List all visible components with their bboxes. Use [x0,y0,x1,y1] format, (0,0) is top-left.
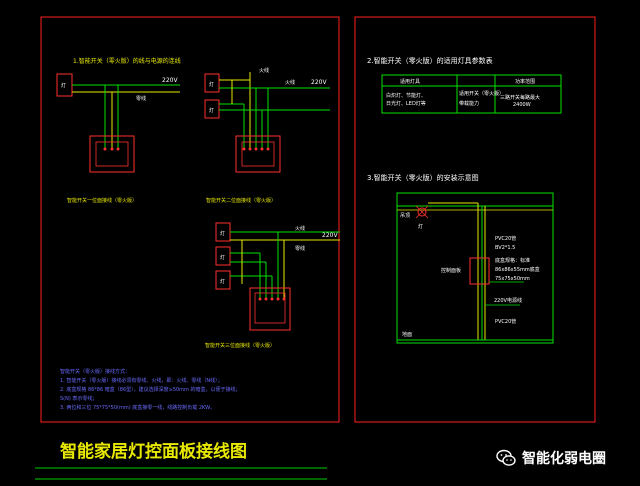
table-header-2: 功率范围 [515,78,535,85]
caption-double: 智能开关二位面接线（零火版） [206,197,276,204]
table-cell-1-2: 2400W [513,102,531,108]
install-heading: 3.智能开关（零火版）的安装示意图 [367,173,479,182]
table-cell-1-1: 带载能力 [459,100,479,107]
svg-text:灯: 灯 [209,81,214,88]
pvc-top-label: PVC20管 [495,235,516,242]
page-title: 智能家居灯控面板接线图 [60,441,247,462]
switch-panel-single [89,135,135,173]
lamp-icon [417,207,427,217]
diagram1-heading: 1.智能开关（零火版）的线与电源的连线 [73,57,181,65]
watermark: 智能化弱电圈 [496,447,632,469]
table-cell-1-0: 日光灯、LED灯等 [386,100,426,107]
switch-panel-triple [249,287,291,331]
svg-text:灯: 灯 [220,254,225,261]
lamp-box-double-2 [204,99,220,119]
box-size-1: 86x86x55mm底盒 [495,266,540,273]
box-size-2: 75x75x50mm [495,276,530,282]
table-cell-0-1: 适用开关（零火版） [459,90,504,97]
table-cell-0-0: 白炽灯、节能灯、 [386,92,426,99]
triple-switch-diagram: 灯 灯 灯 火线 220V 零线 智能开关三位面接线（零火版） [205,222,340,349]
ceiling-label: 吊顶 [400,213,410,219]
live-label-top: 火线 [259,67,269,74]
neutral-label-triple: 零线 [295,245,305,252]
caption-single: 智能开关一位面接线（零火版） [67,197,137,204]
caption-triple: 智能开关三位面接线（零火版） [205,342,275,349]
table-header-0: 适用灯具 [400,78,420,85]
power-label: 220V电源线 [494,297,522,304]
live-label-double: 火线 [285,79,295,86]
box-label: 底盒规格：标准 [495,257,530,264]
note-line-1: 1. 智能开关（零火版）接线必须有零线、火线，即：火线、零线（N线）； [60,377,223,384]
wechat-icon [496,449,516,466]
install-diagram: 吊顶 灯 控制面板 PVC20管 BV2*1.5 底盒规格：标准 86x86x5… [396,192,554,344]
wire-top-label: BV2*1.5 [495,245,515,251]
lamp-box-triple-3 [215,270,231,290]
svg-text:灯: 灯 [220,278,225,285]
note-line-2: 2. 底盒规格 86*86 暗盒（86型），建议选择深度≥50mm 的暗盒，以便… [60,386,241,393]
pvc-bottom-label: PVC20管 [495,318,516,325]
floor-label: 地面 [402,331,412,338]
note-line-0: 智能开关（零火版）接线方式： [60,368,130,375]
live-label-triple: 火线 [295,225,305,232]
watermark-label: 智能化弱电圈 [522,451,606,467]
lamp-box-double-1 [204,73,220,93]
double-switch-diagram: 灯 灯 火线 火线 220V 智能开关二位面接线（零火版） [204,67,330,204]
table-heading: 2.智能开关（零火版）的适用灯具参数表 [367,56,493,65]
svg-text:灯: 灯 [209,107,214,114]
note-line-4: 3. 两位和三位 75*75*50(mm) 底盒接零一线，线路控制负载 2KW。 [60,404,215,411]
table-cell-0-2: 三路开关每路最大 [500,94,540,101]
left-frame [40,16,340,423]
single-switch-diagram: 灯 220V 零线 智能开关一位面接线（零火版） [56,73,180,204]
note-line-3: S(N) 表示零线； [60,395,97,402]
lamp-label-single: 灯 [61,82,66,89]
voltage-single: 220V [162,77,178,84]
lamp-label-install: 灯 [418,223,423,230]
notes: 智能开关（零火版）接线方式： 1. 智能开关（零火版）接线必须有零线、火线，即：… [60,368,241,411]
panel-label: 控制面板 [441,267,461,274]
load-table: 适用灯具 功率范围 白炽灯、节能灯、 适用开关（零火版） 三路开关每路最大 日光… [381,74,562,114]
right-frame [354,16,596,423]
wall-box [469,257,490,285]
svg-text:灯: 灯 [220,230,225,237]
lamp-box-triple-2 [215,246,231,266]
switch-panel-double [235,135,281,173]
voltage-triple: 220V [322,232,338,239]
voltage-double: 220V [311,79,327,86]
neutral-label-single: 零线 [136,95,146,102]
